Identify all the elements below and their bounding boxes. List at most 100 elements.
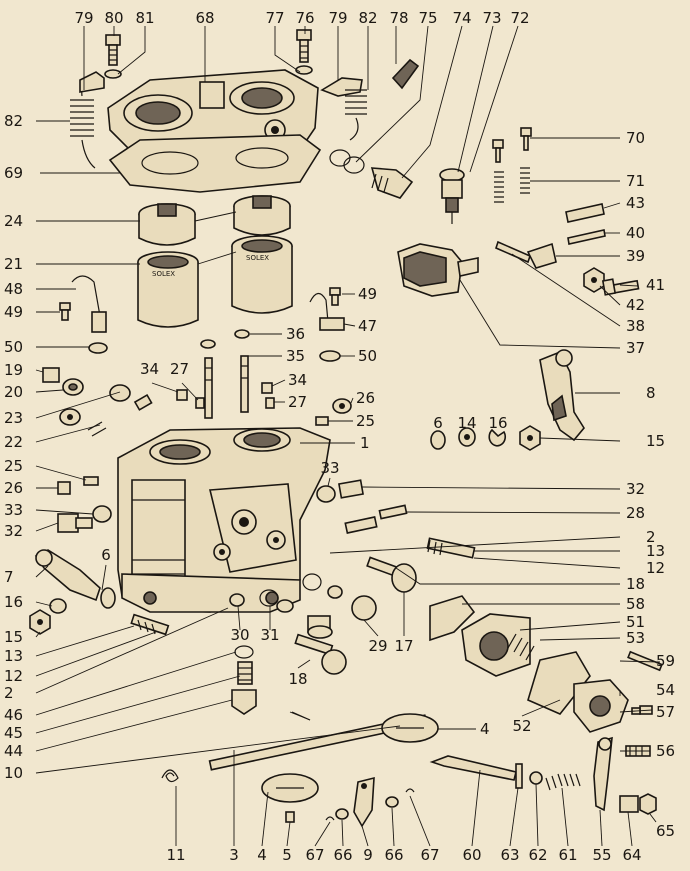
nut-15-left [29,609,51,635]
screw-28 [344,504,408,534]
tube-47 [309,292,345,331]
nut-42 [583,267,605,293]
callout-52: 52 [512,717,531,735]
throttle-plates-4 [261,713,439,803]
callout-48: 48 [4,280,23,298]
callout-3: 3 [229,846,239,864]
callout-4: 4 [480,720,490,738]
callout-67: 67 [420,846,439,864]
bracket-79-right [320,77,363,97]
callout-35: 35 [286,347,305,365]
callout-10: 10 [4,764,23,782]
callout-26: 26 [356,389,375,407]
leader-lines [35,25,661,847]
plugs-25-26-left [57,476,99,495]
callout-47: 47 [358,317,377,335]
callout-4: 4 [257,846,267,864]
valve-18-top [366,556,417,593]
callout-42: 42 [626,296,645,314]
callout-66: 66 [333,846,352,864]
callout-51: 51 [626,613,645,631]
nut-15-right [519,425,541,451]
callout-6: 6 [101,546,111,564]
callout-15: 15 [4,628,23,646]
callout-64: 64 [622,846,641,864]
callout-13: 13 [646,542,665,560]
callout-53: 53 [626,629,645,647]
callout-74: 74 [452,9,471,27]
callout-79: 79 [328,9,347,27]
clip-78 [391,58,420,90]
needle-valve-74 [370,167,414,199]
rings-75 [329,149,365,174]
callout-81: 81 [135,9,154,27]
bracket-79-left [79,71,105,93]
choke-tube-21-right: SOLEX [231,235,293,314]
callout-45: 45 [4,724,23,742]
plug-19-washer-20 [42,367,84,396]
callout-21: 21 [4,255,23,273]
float-37 [397,243,479,297]
callout-27: 27 [170,360,189,378]
rod-60 [429,755,517,781]
callout-9: 9 [363,846,373,864]
screw-13-right [426,537,476,559]
venturi-24-right [233,195,291,236]
callout-71: 71 [626,172,645,190]
carb-body-1 [117,427,331,613]
callout-5: 5 [282,846,292,864]
screw-13-left [130,613,170,636]
callout-30: 30 [230,626,249,644]
parts-29-17 [302,573,377,639]
lever-8 [539,349,585,442]
accelerator-pump-51-54 [429,595,629,733]
callout-8: 8 [646,384,656,402]
callout-63: 63 [500,846,519,864]
callout-6: 6 [433,414,443,432]
tube-48 [71,275,107,333]
screw-49-left [59,302,71,321]
rod-59 [627,650,663,672]
callout-22: 22 [4,433,23,451]
callout-33: 33 [320,459,339,477]
screw-41 [601,278,640,296]
callout-39: 39 [626,247,645,265]
callout-43: 43 [626,194,645,212]
callout-34: 34 [288,371,307,389]
pin-63-washer-62 [515,763,543,789]
screw-80 [105,34,121,66]
spring-82-left [70,82,97,169]
callout-2: 2 [646,528,656,546]
callout-68: 68 [195,9,214,27]
callout-labels: 79 80 81 68 77 76 79 82 78 75 74 73 72 8… [4,9,675,864]
callout-41: 41 [646,276,665,294]
callout-11: 11 [166,846,185,864]
nut-64-65 [619,793,657,815]
callout-50: 50 [4,338,23,356]
callout-27: 27 [288,393,307,411]
callout-25: 25 [4,457,23,475]
plug-33-32-right [316,479,364,503]
callout-13: 13 [4,647,23,665]
callout-58: 58 [626,595,645,613]
washer-6-left [100,587,116,609]
callout-60: 60 [462,846,481,864]
callout-28: 28 [626,504,645,522]
spring-11 [161,769,179,783]
washer-77 [295,65,313,75]
callout-16: 16 [488,414,507,432]
callout-7: 7 [4,568,14,586]
callout-46: 46 [4,706,23,724]
lever-7 [34,549,101,602]
callout-29: 29 [368,637,387,655]
callout-50: 50 [358,347,377,365]
callout-54: 54 [656,681,675,699]
gasket-69 [108,134,322,193]
washer-16-left [49,598,67,614]
callout-82: 82 [4,112,23,130]
callout-62: 62 [528,846,547,864]
callout-25: 25 [356,412,375,430]
callout-76: 76 [295,9,314,27]
